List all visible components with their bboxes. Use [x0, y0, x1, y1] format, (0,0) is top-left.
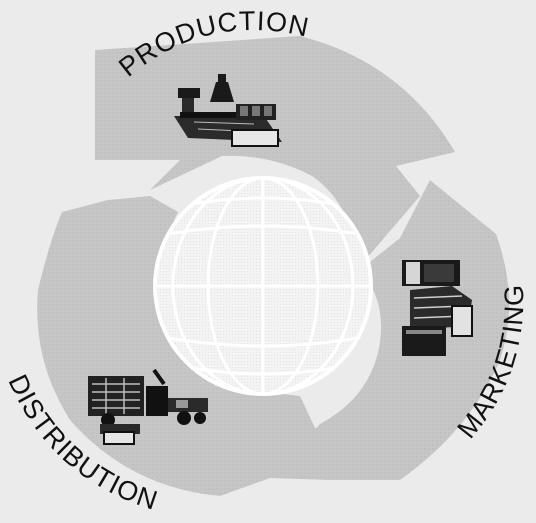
- ring-segment-marketing: [270, 180, 510, 480]
- delivery-truck-icon: [88, 368, 208, 445]
- factory-icon: [174, 74, 282, 147]
- store-shelves-icon: [402, 260, 473, 356]
- globe-icon: [153, 176, 373, 396]
